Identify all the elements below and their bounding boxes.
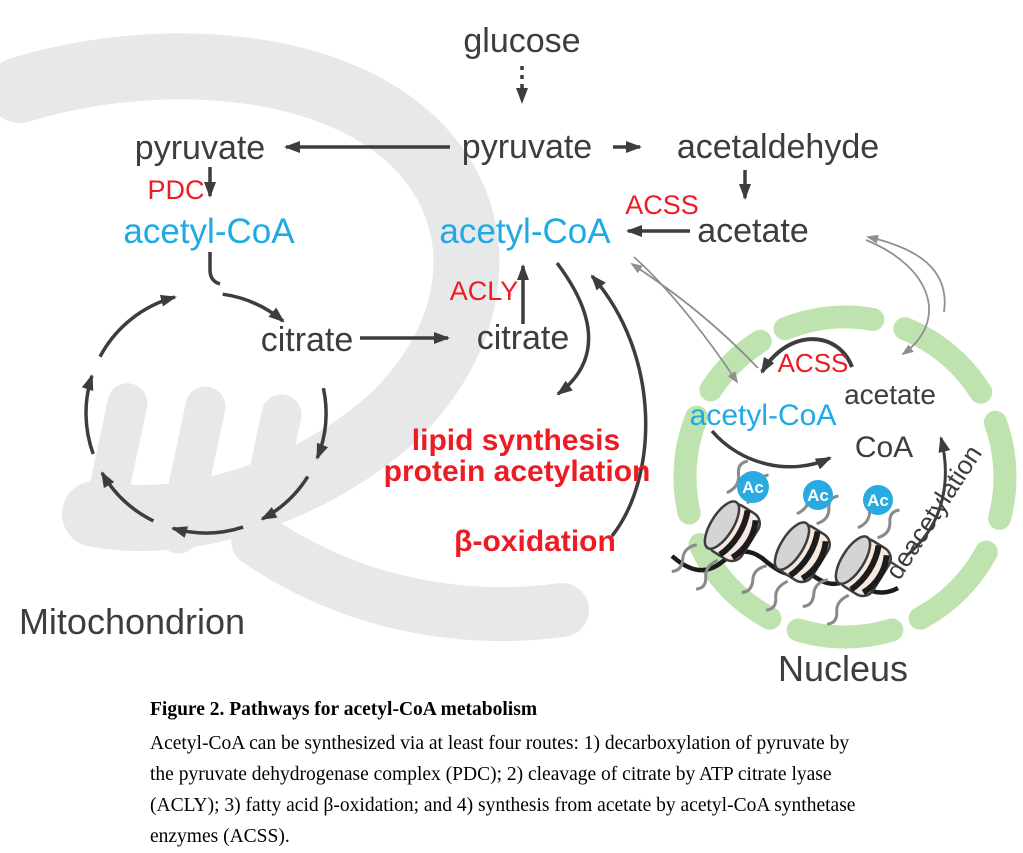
nuclear-arrows — [710, 337, 951, 558]
pathway-diagram: Ac Ac Ac glucose pyruvate acetaldehyde p… — [0, 22, 1017, 689]
nucleosome — [741, 480, 839, 612]
ac-badge-label: Ac — [867, 491, 889, 510]
caption-line: Acetyl-CoA can be synthesized via at lea… — [150, 733, 850, 754]
ac-badge-label: Ac — [742, 478, 764, 497]
label-acetyl-coa-cytosol: acetyl-CoA — [439, 212, 611, 251]
nuclear-envelope — [673, 305, 1017, 649]
arrow-deacetylation — [905, 436, 951, 558]
arrow-to-lipid-synthesis — [555, 261, 591, 396]
arrow-nuc-to-cyto-acetylcoa — [630, 262, 759, 369]
label-nucleus: Nucleus — [778, 648, 908, 689]
label-acetyl-coa-nuclear: acetyl-CoA — [690, 399, 837, 432]
label-citrate-cytosol: citrate — [477, 319, 570, 357]
label-enzyme-acss-cytosol: ACSS — [625, 190, 699, 220]
arrow-acetylcoa-to-coa — [710, 429, 832, 470]
line-acetylcoa-to-cycle — [208, 252, 221, 286]
figure-caption: Figure 2. Pathways for acetyl-CoA metabo… — [150, 699, 890, 852]
ac-badge-icon — [863, 485, 893, 515]
label-lipid-synthesis: lipid synthesis — [412, 424, 620, 457]
label-acetate-cytosol: acetate — [697, 212, 809, 250]
pathway-arrows — [204, 66, 751, 538]
arrow-cyto-to-nuc-acetylcoa — [633, 256, 739, 384]
label-pyruvate-cytosol: pyruvate — [462, 128, 592, 166]
chromatin: Ac Ac Ac — [670, 459, 900, 626]
tca-cycle — [81, 292, 329, 538]
label-acetyl-coa-mito: acetyl-CoA — [123, 212, 295, 251]
caption-title: Figure 2. Pathways for acetyl-CoA metabo… — [150, 699, 538, 720]
arrow-beta-oxidation — [590, 274, 648, 538]
arrow-nuc-to-cyto-acetate — [866, 234, 946, 313]
label-enzyme-acss-nuclear: ACSS — [778, 348, 849, 378]
label-pyruvate-mito: pyruvate — [135, 129, 265, 167]
arrow-acss-nuclear — [760, 337, 854, 374]
nucleosome — [802, 494, 900, 626]
label-beta-oxidation: β-oxidation — [454, 525, 616, 558]
acetyl-marks: Ac Ac Ac — [737, 471, 893, 515]
label-coa: CoA — [855, 431, 913, 464]
caption-line: (ACLY); 3) fatty acid β-oxidation; and 4… — [150, 795, 856, 816]
arrow-cyto-to-nuc-acetate — [865, 239, 930, 356]
label-acetate-nuclear: acetate — [844, 379, 936, 410]
ac-badge-icon — [737, 471, 769, 503]
label-citrate-mito: citrate — [261, 321, 354, 359]
ac-badge-label: Ac — [807, 486, 829, 505]
ac-badge-icon — [803, 480, 833, 510]
label-glucose: glucose — [463, 22, 580, 60]
label-enzyme-acly: ACLY — [450, 276, 519, 306]
label-enzyme-pdc: PDC — [147, 175, 204, 205]
transport-arrows — [630, 234, 946, 384]
dna-watermark — [0, 33, 589, 642]
caption-line: the pyruvate dehydrogenase complex (PDC)… — [150, 764, 832, 785]
label-mitochondrion: Mitochondrion — [19, 601, 245, 642]
label-protein-acetylation: protein acetylation — [384, 455, 651, 488]
label-acetaldehyde: acetaldehyde — [677, 128, 879, 166]
caption-line: enzymes (ACSS). — [150, 826, 290, 847]
nucleosome — [671, 459, 769, 591]
